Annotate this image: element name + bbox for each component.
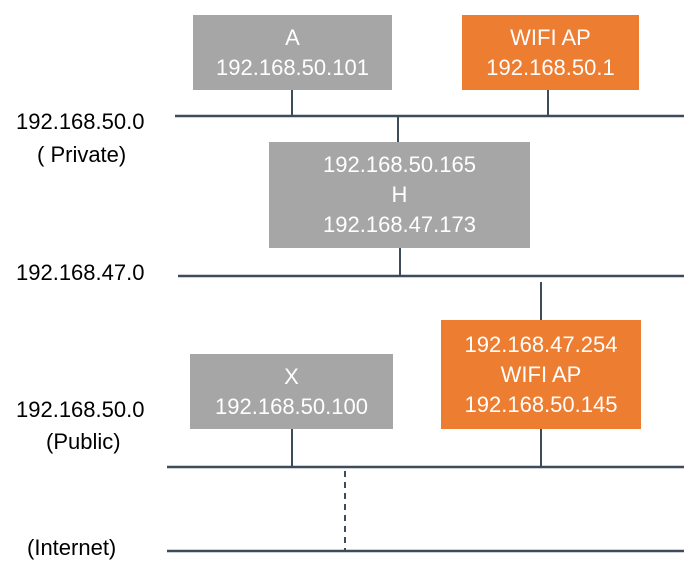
host-h-name: H [391,182,408,207]
network-mid-address: 192.168.47.0 [16,260,145,285]
host-a-name: A [285,24,300,50]
host-x-box: X 192.168.50.100 [190,354,393,429]
wifi-ap-top-box: WIFI AP 192.168.50.1 [462,15,639,90]
network-private-tag: ( Private) [37,142,127,167]
wifi-ap-bottom-name: WIFI AP [500,361,582,387]
wifi-ap-bottom-ip-public: 192.168.50.145 [464,391,618,417]
network-public-tag: (Public) [46,429,121,454]
host-h-box: 192.168.50.165 H 192.168.47.173 [269,142,530,248]
network-internet-tag: (Internet) [27,535,117,560]
host-a-ip: 192.168.50.101 [216,54,369,80]
host-a-box: A 192.168.50.101 [193,15,392,90]
wifi-ap-bottom-box: 192.168.47.254 WIFI AP 192.168.50.145 [441,320,641,429]
network-private-address: 192.168.50.0 [16,109,145,134]
host-x-ip: 192.168.50.100 [215,393,368,419]
host-h-ip-private: 192.168.50.165 [323,152,476,177]
wifi-ap-bottom-ip-mid: 192.168.47.254 [464,331,618,357]
host-h-ip-mid: 192.168.47.173 [323,212,476,237]
wifi-ap-top-name: WIFI AP [510,24,591,50]
network-public-address: 192.168.50.0 [16,397,145,422]
wifi-ap-top-ip: 192.168.50.1 [486,54,615,80]
host-x-name: X [284,363,299,389]
